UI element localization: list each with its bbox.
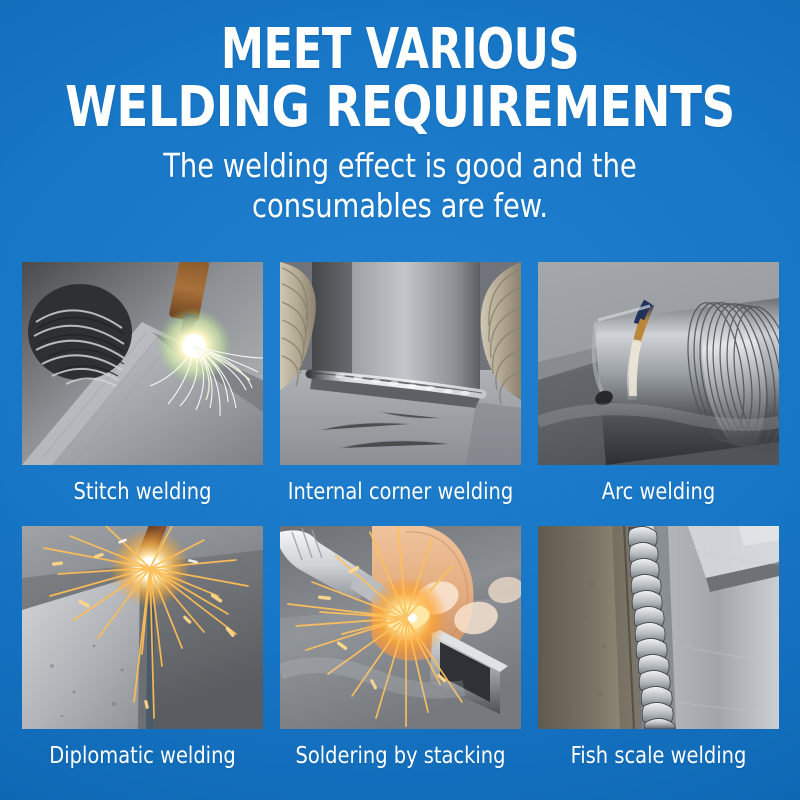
diplomatic-welding-photo [22, 526, 263, 729]
internal-corner-welding-photo [280, 262, 521, 465]
gallery-caption: Fish scale welding [570, 743, 747, 769]
subheading-block: The welding effect is good and the consu… [32, 146, 768, 227]
gallery-row-2: Diplomatic welding [22, 526, 779, 769]
fish-scale-welding-photo [538, 526, 779, 729]
headline-line-1: MEET VARIOUS [220, 17, 580, 82]
gallery-item-stitch-welding[interactable]: Stitch welding [22, 262, 263, 505]
gallery-item-diplomatic-welding[interactable]: Diplomatic welding [22, 526, 263, 769]
gallery-item-arc-welding[interactable]: Arc welding [538, 262, 779, 505]
soldering-by-stacking-photo [280, 526, 521, 729]
gallery-caption: Stitch welding [73, 479, 212, 505]
gallery-item-fish-scale-welding[interactable]: Fish scale welding [538, 526, 779, 769]
subheading-line-2: consumables are few. [251, 186, 548, 226]
gallery-item-internal-corner-welding[interactable]: Internal corner welding [280, 262, 521, 505]
gallery-item-soldering-by-stacking[interactable]: Soldering by stacking [280, 526, 521, 769]
heading-block: MEET VARIOUS WELDING REQUIREMENTS The we… [0, 0, 800, 227]
headline-line-2: WELDING REQUIREMENTS [65, 75, 735, 140]
gallery-row-1: Stitch welding [22, 262, 779, 505]
arc-welding-photo [538, 262, 779, 465]
gallery-caption: Internal corner welding [287, 479, 514, 505]
gallery-caption: Arc welding [601, 479, 716, 505]
gallery-caption: Diplomatic welding [49, 743, 236, 769]
gallery-caption: Soldering by stacking [295, 743, 506, 769]
stitch-welding-photo [22, 262, 263, 465]
subheading-line-1: The welding effect is good and the [163, 146, 637, 185]
